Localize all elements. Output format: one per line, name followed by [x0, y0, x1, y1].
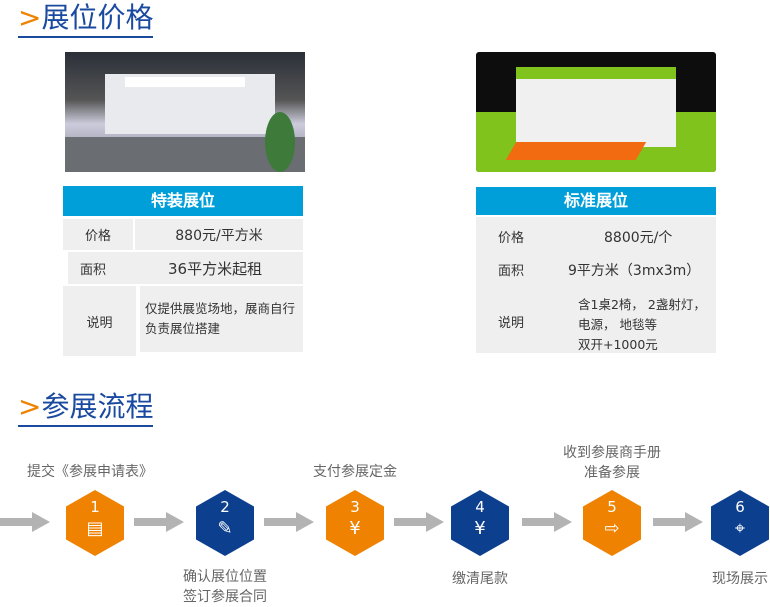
section-title-price: >展位价格 — [18, 0, 154, 38]
step-number: 1 — [90, 498, 100, 516]
step-label: 缴清尾款 — [395, 569, 565, 589]
step-5: 5⇨ — [583, 490, 641, 556]
step-1: 1▤ — [66, 490, 124, 556]
step-number: 4 — [475, 498, 485, 516]
price-label: 价格 — [498, 231, 525, 246]
area-value: 36平方米起租 — [168, 259, 263, 278]
step-label-line: 支付参展定金 — [313, 464, 397, 480]
note-line: 电源， 地毯等 — [578, 317, 657, 332]
step-number: 5 — [607, 498, 617, 516]
note-label: 说明 — [63, 286, 136, 356]
step-number: 6 — [735, 498, 745, 516]
yuan-icon: ¥ — [474, 518, 486, 539]
step-number: 2 — [220, 498, 230, 516]
step-label-line: 确认展位位置 — [183, 569, 267, 585]
special-booth-table: 特装展位 价格 880元/平方米 面积 36平方米起租 说明 仅提供展览场地，展商… — [63, 186, 303, 358]
location-icon: ⌖ — [734, 518, 746, 539]
price-value: 8800元/个 — [604, 230, 673, 246]
area-row: 面积 36平方米起租 — [68, 252, 303, 284]
area-label: 面积 — [498, 264, 525, 279]
step-label: 确认展位位置签订参展合同 — [140, 567, 310, 607]
note-line: 双开+1000元 — [578, 337, 658, 352]
arrow-icon — [264, 512, 314, 532]
special-booth-title: 特装展位 — [63, 186, 303, 216]
area-label: 面积 — [79, 262, 106, 278]
special-booth-photo — [65, 52, 305, 172]
arrow-icon — [394, 512, 444, 532]
step-label-line: 准备参展 — [584, 465, 640, 481]
price-label: 价格 — [63, 219, 133, 250]
arrow-icon — [0, 512, 50, 532]
standard-booth-diagram — [476, 52, 716, 172]
step-4: 4¥ — [451, 490, 509, 556]
arrow-icon — [522, 512, 572, 532]
standard-booth-table: 标准展位 价格 8800元/个 面积 9平方米（3mx3m） 说明 含1桌2椅，… — [476, 187, 716, 353]
step-label: 提交《参展申请表》 — [5, 462, 175, 482]
step-label-line: 提交《参展申请表》 — [27, 464, 153, 480]
step-label-line: 签订参展合同 — [183, 589, 267, 605]
document-icon: ▤ — [86, 518, 104, 539]
price-value: 880元/平方米 — [135, 219, 303, 250]
area-value: 9平方米（3mx3m） — [568, 263, 701, 279]
step-number: 3 — [350, 498, 360, 516]
step-label-line: 收到参展商手册 — [563, 445, 661, 461]
section-title-process: >参展流程 — [18, 389, 154, 427]
arrow-icon — [653, 512, 703, 532]
sign-icon: ✎ — [217, 518, 233, 539]
step-label-line: 缴清尾款 — [452, 571, 508, 587]
standard-booth-title: 标准展位 — [476, 187, 716, 215]
note-value: 含1桌2椅， 2盏射灯， 电源， 地毯等 双开+1000元 — [578, 295, 706, 355]
step-label-line: 现场展示 — [712, 571, 768, 587]
step-2: 2✎ — [196, 490, 254, 556]
step-label: 收到参展商手册准备参展 — [527, 443, 697, 483]
note-label: 说明 — [498, 316, 525, 331]
truck-icon: ⇨ — [604, 518, 620, 539]
step-6: 6⌖ — [711, 490, 769, 556]
step-label: 现场展示 — [655, 569, 770, 589]
note-value: 仅提供展览场地，展商自行负责展位搭建 — [140, 286, 303, 352]
note-line: 含1桌2椅， 2盏射灯， — [578, 297, 706, 312]
payment-icon: ¥ — [349, 518, 361, 539]
step-3: 3¥ — [326, 490, 384, 556]
arrow-icon — [134, 512, 184, 532]
step-label: 支付参展定金 — [270, 462, 440, 482]
